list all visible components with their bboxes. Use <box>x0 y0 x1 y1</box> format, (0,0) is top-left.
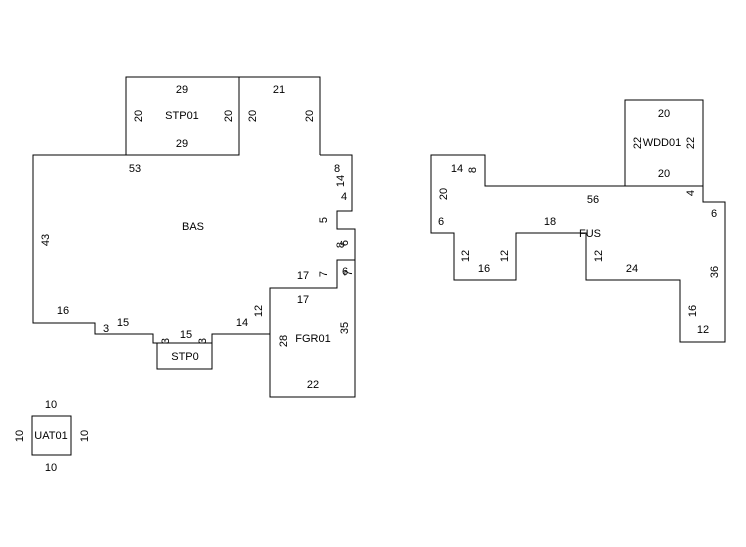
dim-label: 10 <box>45 399 57 411</box>
dim-label: 20 <box>133 110 145 122</box>
fgr01-outline <box>269 260 356 398</box>
dim-label: 21 <box>273 84 285 96</box>
dim-label: 10 <box>45 462 57 474</box>
bas-label: BAS <box>182 221 204 233</box>
dim-label: 4 <box>685 190 697 196</box>
dim-label: 18 <box>544 216 556 228</box>
fus-outline <box>430 154 726 343</box>
dim-label: 43 <box>40 234 52 246</box>
dim-label: 16 <box>57 305 69 317</box>
dim-label: 14 <box>236 317 248 329</box>
dim-label: 20 <box>658 168 670 180</box>
dim-label: 6 <box>438 216 444 228</box>
wdd01-label: WDD01 <box>643 137 682 149</box>
dim-label: 20 <box>247 110 259 122</box>
dim-label: 12 <box>253 305 265 317</box>
dim-label: 20 <box>304 110 316 122</box>
dim-label: 17 <box>297 270 309 282</box>
stp02-label: STP0 <box>171 351 199 363</box>
dim-label: 20 <box>658 108 670 120</box>
dim-label: 14 <box>451 163 463 175</box>
stp02-outline <box>156 342 213 370</box>
dim-label: 3 <box>103 323 109 335</box>
dim-label: 53 <box>129 163 141 175</box>
dim-label: 7 <box>318 271 330 277</box>
dim-label: 24 <box>626 263 638 275</box>
bas-outline <box>32 154 356 344</box>
dim-label: 16 <box>687 305 699 317</box>
dim-label: 29 <box>176 84 188 96</box>
stp01-label: STP01 <box>165 110 199 122</box>
dim-label: 56 <box>587 194 599 206</box>
fgr01-label: FGR01 <box>295 333 330 345</box>
dim-label: 10 <box>14 430 26 442</box>
dim-label: 12 <box>499 250 511 262</box>
dim-label: 35 <box>339 322 351 334</box>
dim-label: 12 <box>593 250 605 262</box>
dim-label: 5 <box>318 217 330 223</box>
dim-label: 6 <box>342 266 348 278</box>
dim-label: 36 <box>709 266 721 278</box>
wdd01-outline <box>624 99 704 187</box>
dim-label: 22 <box>307 379 319 391</box>
dim-label: 14 <box>335 175 347 187</box>
dim-label: 16 <box>478 263 490 275</box>
dim-label: 4 <box>341 191 347 203</box>
dim-label: 10 <box>79 430 91 442</box>
stp01-outline <box>125 76 240 156</box>
dim-label: 8 <box>335 242 347 248</box>
uat01-outline <box>31 415 72 456</box>
dim-label: 22 <box>632 137 644 149</box>
dim-label: 20 <box>223 110 235 122</box>
dim-label: 20 <box>438 188 450 200</box>
uat01-label: UAT01 <box>34 430 67 442</box>
dim-label: 15 <box>117 317 129 329</box>
dim-label: 15 <box>180 329 192 341</box>
dim-label: 29 <box>176 138 188 150</box>
dim-label: 3 <box>197 338 209 344</box>
dim-label: 17 <box>297 294 309 306</box>
dim-label: 22 <box>685 137 697 149</box>
fus-label: FUS <box>579 228 601 240</box>
dim-label: 7 <box>343 270 355 276</box>
dim-label: 12 <box>697 324 709 336</box>
dim-label: 3 <box>160 338 172 344</box>
dim-label: 6 <box>339 240 351 246</box>
dim-label: 6 <box>711 208 717 220</box>
dim-label: 28 <box>278 335 290 347</box>
extension-outline <box>239 76 321 155</box>
dim-label: 12 <box>460 250 472 262</box>
dim-label: 8 <box>334 163 340 175</box>
dim-label: 8 <box>467 167 479 173</box>
